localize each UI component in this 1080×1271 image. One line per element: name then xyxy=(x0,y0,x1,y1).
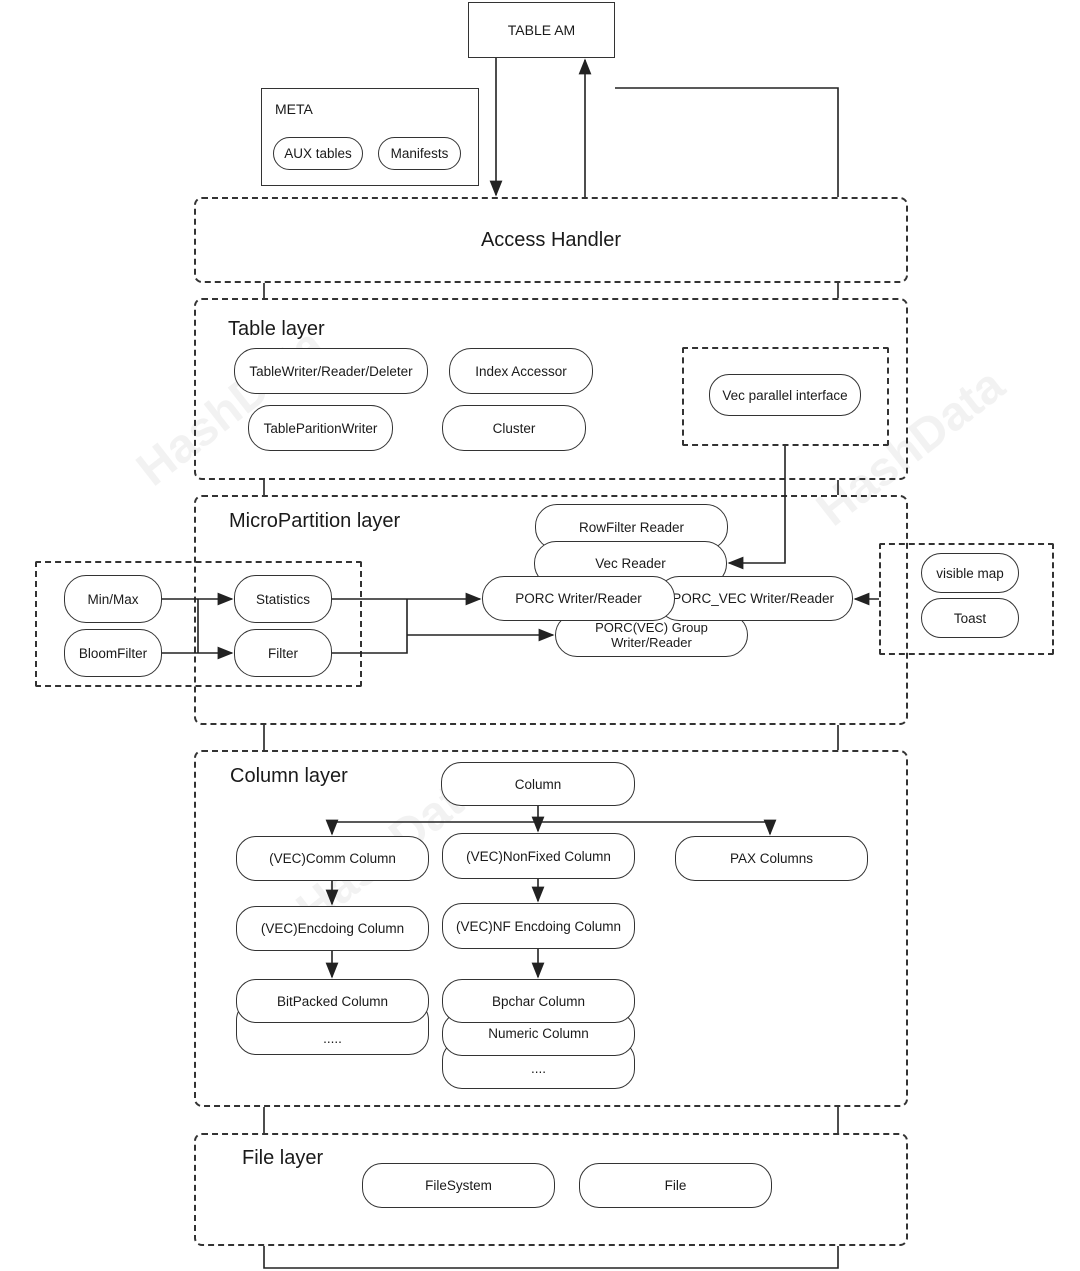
table-am-box: TABLE AM xyxy=(468,2,615,58)
statistics-node: Statistics xyxy=(234,575,332,623)
table-layer-title: Table layer xyxy=(228,318,325,340)
bitpacked-column-node: BitPacked Column xyxy=(236,979,429,1023)
meta-title: META xyxy=(275,101,313,117)
file-layer-title: File layer xyxy=(242,1147,324,1169)
table-writer-reader-deleter-node: TableWriter/Reader/Deleter xyxy=(234,348,428,394)
access-handler-box: Access Handler xyxy=(194,197,908,283)
table-partition-writer-node: TableParitionWriter xyxy=(248,405,393,451)
bloomfilter-node: BloomFilter xyxy=(64,629,162,677)
table-layer-box xyxy=(194,298,908,480)
table-am-label: TABLE AM xyxy=(507,22,576,38)
access-handler-label: Access Handler xyxy=(480,228,622,251)
porc-vec-writer-reader-node: PORC_VEC Writer/Reader xyxy=(657,576,853,621)
filter-node: Filter xyxy=(234,629,332,677)
column-layer-title: Column layer xyxy=(230,765,348,787)
filesystem-node: FileSystem xyxy=(362,1163,555,1208)
file-layer-box xyxy=(194,1133,908,1246)
vec-parallel-interface-node: Vec parallel interface xyxy=(709,374,861,416)
vec-parallel-group xyxy=(682,347,889,446)
porc-writer-reader-node: PORC Writer/Reader xyxy=(482,576,675,621)
pax-columns-node: PAX Columns xyxy=(675,836,868,881)
visible-map-node: visible map xyxy=(921,553,1019,593)
manifests-node: Manifests xyxy=(378,137,461,170)
encoding-column-node: (VEC)Encdoing Column xyxy=(236,906,429,951)
nf-encoding-column-node: (VEC)NF Encdoing Column xyxy=(442,903,635,949)
micropartition-layer-title: MicroPartition layer xyxy=(229,510,401,532)
visibility-group xyxy=(879,543,1054,655)
file-node: File xyxy=(579,1163,772,1208)
minmax-node: Min/Max xyxy=(64,575,162,623)
micropartition-layer-box xyxy=(194,495,908,725)
layer-link-bottom xyxy=(263,1246,839,1269)
comm-column-node: (VEC)Comm Column xyxy=(236,836,429,881)
column-node: Column xyxy=(441,762,635,806)
column-layer-box xyxy=(194,750,908,1107)
aux-tables-node: AUX tables xyxy=(273,137,363,170)
edge-tableam-right xyxy=(615,87,839,197)
index-accessor-node: Index Accessor xyxy=(449,348,593,394)
nonfixed-column-node: (VEC)NonFixed Column xyxy=(442,833,635,879)
bpchar-column-node: Bpchar Column xyxy=(442,979,635,1023)
cluster-node: Cluster xyxy=(442,405,586,451)
toast-node: Toast xyxy=(921,598,1019,638)
